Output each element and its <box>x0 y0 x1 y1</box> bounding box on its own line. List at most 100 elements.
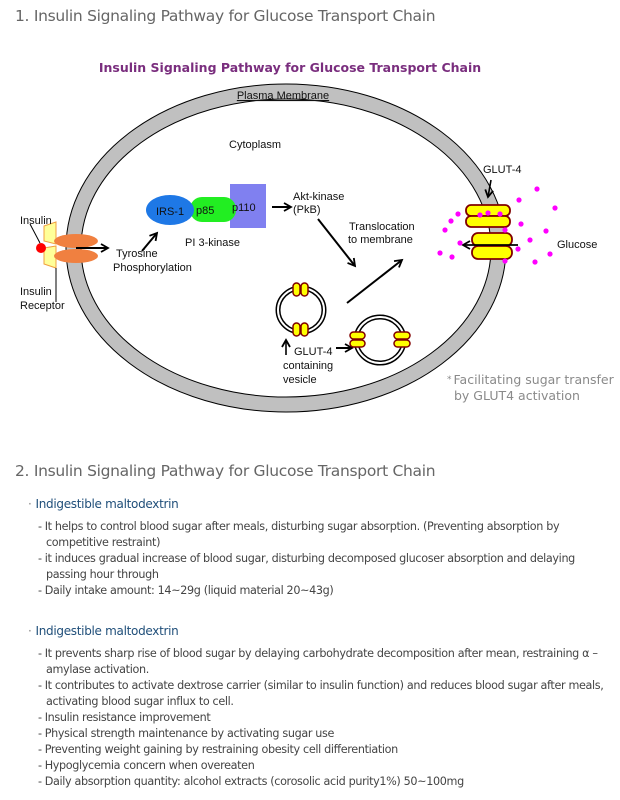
vesicle-label-3: vesicle <box>283 374 317 386</box>
glut4-vesicle-1 <box>275 282 327 337</box>
heading-text: Indigestible maltodextrin <box>35 497 179 511</box>
section-1-title: 1. Insulin Signaling Pathway for Glucose… <box>15 7 436 25</box>
list-item: -Preventing weight gaining by restrainin… <box>36 742 608 758</box>
list-item: -Daily absorption quantity: alcohol extr… <box>36 774 608 790</box>
dash: - <box>38 552 42 565</box>
p110-label: p110 <box>232 202 256 214</box>
list-item: -It prevents sharp rise of blood sugar b… <box>36 646 608 678</box>
glucose-dot <box>448 218 454 224</box>
translocation-label-2: to membrane <box>348 234 413 246</box>
glucose-dot <box>449 254 455 260</box>
list-item: -It helps to control blood sugar after m… <box>36 519 608 551</box>
bullet-dot: · <box>28 497 32 511</box>
tyrosine-label-1: Tyrosine <box>116 248 158 260</box>
arrow-akt-down <box>317 218 357 268</box>
akt-label-1: Akt-kinase <box>293 191 344 203</box>
glucose-dot <box>457 240 463 246</box>
glucose-dot <box>502 258 508 264</box>
dash: - <box>38 679 42 692</box>
glucose-dot <box>552 205 558 211</box>
info-block-2: ·Indigestible maltodextrin -It prevents … <box>28 624 608 790</box>
glucose-dot <box>497 211 503 217</box>
info-block-1: ·Indigestible maltodextrin -It helps to … <box>28 497 608 599</box>
dash: - <box>38 759 42 772</box>
item-text: Preventing weight gaining by restraining… <box>44 743 399 756</box>
item-text: it induces gradual increase of blood sug… <box>44 552 576 581</box>
section-2-title: 2. Insulin Signaling Pathway for Glucose… <box>15 462 436 480</box>
glucose-dot <box>527 237 533 243</box>
plasma-membrane <box>65 83 507 413</box>
note-asterisk: * <box>447 375 452 385</box>
tyrosine-label-2: Phosphorylation <box>113 262 192 274</box>
insulin-receptor-label-1: Insulin <box>20 286 52 298</box>
glucose-dot <box>485 210 491 216</box>
dash: - <box>38 775 42 788</box>
insulin-molecule <box>36 243 46 253</box>
note-line-1: Facilitating sugar transfer <box>453 372 614 387</box>
insulin-label: Insulin <box>20 215 52 227</box>
item-text: It prevents sharp rise of blood sugar by… <box>44 647 598 676</box>
vesicle-label-2: containing <box>283 360 333 372</box>
dash: - <box>38 711 42 724</box>
insulin-receptor-label-2: Receptor <box>20 300 65 312</box>
info-list: -It prevents sharp rise of blood sugar b… <box>28 646 608 790</box>
glut4-note: *Facilitating sugar transfer by GLUT4 ac… <box>447 372 614 404</box>
glucose-dot <box>547 251 553 257</box>
arrow-to-irs1 <box>141 231 159 252</box>
list-item: -it induces gradual increase of blood su… <box>36 551 608 583</box>
glucose-molecules <box>437 186 558 265</box>
insulin-pathway-diagram: Insulin Signaling Pathway for Glucose Tr… <box>20 60 597 413</box>
p110-subunit <box>230 184 266 228</box>
glucose-dot <box>543 228 549 234</box>
info-block-heading: ·Indigestible maltodextrin <box>28 497 608 511</box>
glucose-dot <box>477 212 483 218</box>
pi3k-label: PI 3-kinase <box>185 237 240 249</box>
info-list: -It helps to control blood sugar after m… <box>28 519 608 599</box>
arrow-to-membrane <box>346 258 404 304</box>
item-text: Daily intake amount: 14~29g (liquid mate… <box>44 584 334 597</box>
item-text: Insulin resistance improvement <box>44 711 211 724</box>
akt-label-2: (PkB) <box>293 204 321 216</box>
glut4-vesicle-2 <box>349 314 411 366</box>
translocation-label-1: Translocation <box>349 221 415 233</box>
p85-label: p85 <box>196 205 214 217</box>
cytoplasm-label: Cytoplasm <box>229 139 281 151</box>
item-text: Hypoglycemia concern when overeaten <box>44 759 255 772</box>
glucose-dot <box>455 211 461 217</box>
note-line-2: by GLUT4 activation <box>454 388 580 403</box>
dash: - <box>38 727 42 740</box>
item-text: Daily absorption quantity: alcohol extra… <box>44 775 464 788</box>
glucose-dot <box>515 246 521 252</box>
glucose-dot <box>442 227 448 233</box>
heading-text: Indigestible maltodextrin <box>35 624 179 638</box>
glut4-label: GLUT-4 <box>483 164 522 176</box>
item-text: It contributes to activate dextrose carr… <box>44 679 604 708</box>
bullet-dot: · <box>28 624 32 638</box>
info-block-heading: ·Indigestible maltodextrin <box>28 624 608 638</box>
glut4-pointer-arrow <box>484 179 494 199</box>
item-text: Physical strength maintenance by activat… <box>44 727 335 740</box>
glucose-dot <box>437 250 443 256</box>
insulin-receptor <box>43 221 98 269</box>
p85-subunit <box>190 197 236 222</box>
glucose-dot <box>518 221 524 227</box>
vesicle-label-1: GLUT-4 <box>294 346 333 358</box>
glucose-dot <box>532 259 538 265</box>
dash: - <box>38 520 42 533</box>
plasma-membrane-label: Plasma Membrane <box>237 90 329 102</box>
dash: - <box>38 743 42 756</box>
dash: - <box>38 584 42 597</box>
glucose-label: Glucose <box>557 239 597 251</box>
list-item: -Physical strength maintenance by activa… <box>36 726 608 742</box>
glucose-dot <box>502 227 508 233</box>
glucose-dot <box>534 186 540 192</box>
irs1-protein <box>146 195 194 225</box>
glucose-dot <box>516 197 522 203</box>
list-item: -Hypoglycemia concern when overeaten <box>36 758 608 774</box>
item-text: It helps to control blood sugar after me… <box>44 520 560 549</box>
dash: - <box>38 647 42 660</box>
diagram-title: Insulin Signaling Pathway for Glucose Tr… <box>99 60 481 75</box>
irs1-label: IRS-1 <box>156 206 184 218</box>
list-item: -Daily intake amount: 14~29g (liquid mat… <box>36 583 608 599</box>
list-item: -It contributes to activate dextrose car… <box>36 678 608 710</box>
